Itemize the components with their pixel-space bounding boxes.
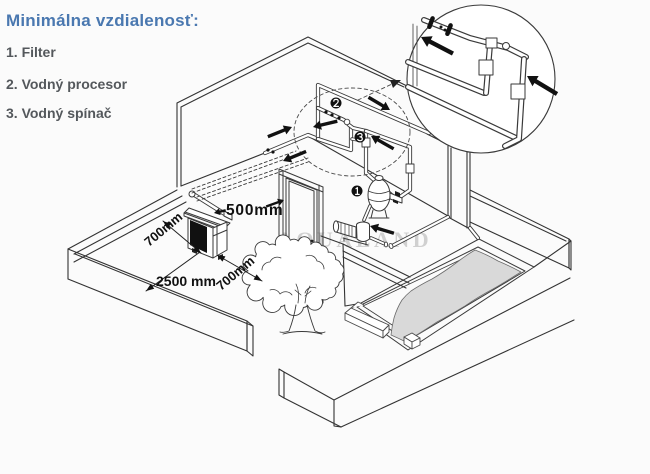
svg-text:500mm: 500mm xyxy=(226,202,283,219)
svg-text:2500 mm: 2500 mm xyxy=(156,273,216,289)
svg-text:700mm: 700mm xyxy=(141,209,185,249)
